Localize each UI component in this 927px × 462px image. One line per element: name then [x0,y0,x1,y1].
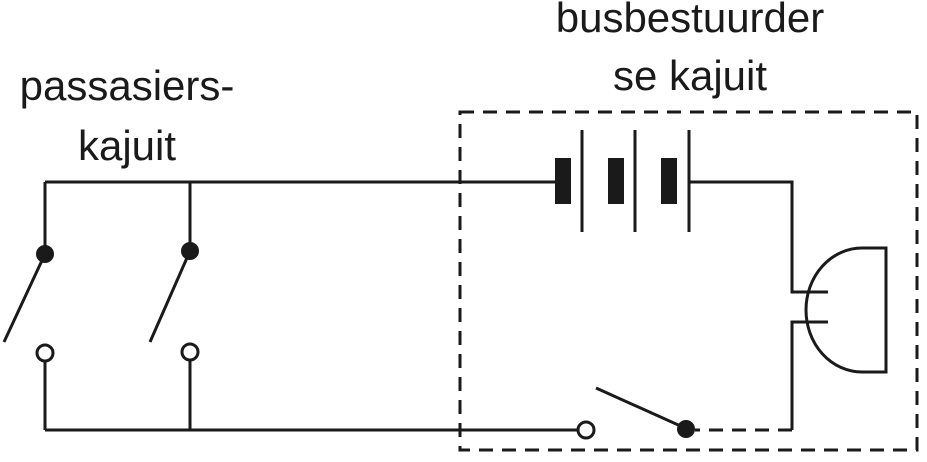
passenger-switch-1 [2,245,55,363]
switch-1-contact [35,343,55,363]
bell-icon [804,246,888,374]
battery-cell-2 [608,158,624,204]
driver-switch-contact [576,420,596,440]
driver-cabin-label-line2: se kajuit [613,52,767,99]
passenger-cabin-label-line1: passasiers- [20,62,235,109]
driver-cabin-boundary [458,110,919,452]
wire-battery-to-bell [689,180,828,294]
battery-cell-1 [555,158,571,204]
switch-1-pivot [36,245,54,263]
switch-1-lever [2,253,47,343]
driver-cabin-label-line1: busbestuurder [556,0,825,41]
battery-cell-3 [661,158,677,204]
passenger-switch-2 [148,242,200,362]
switch-2-contact [180,342,200,362]
driver-switch-pivot [677,420,695,438]
driver-switch-lever [595,386,686,430]
wire-bell-down [790,320,828,430]
passenger-cabin-label-line2: kajuit [78,122,176,169]
switch-2-pivot [181,242,199,260]
switch-2-lever [148,250,192,343]
driver-switch [576,386,695,440]
battery [555,130,691,232]
